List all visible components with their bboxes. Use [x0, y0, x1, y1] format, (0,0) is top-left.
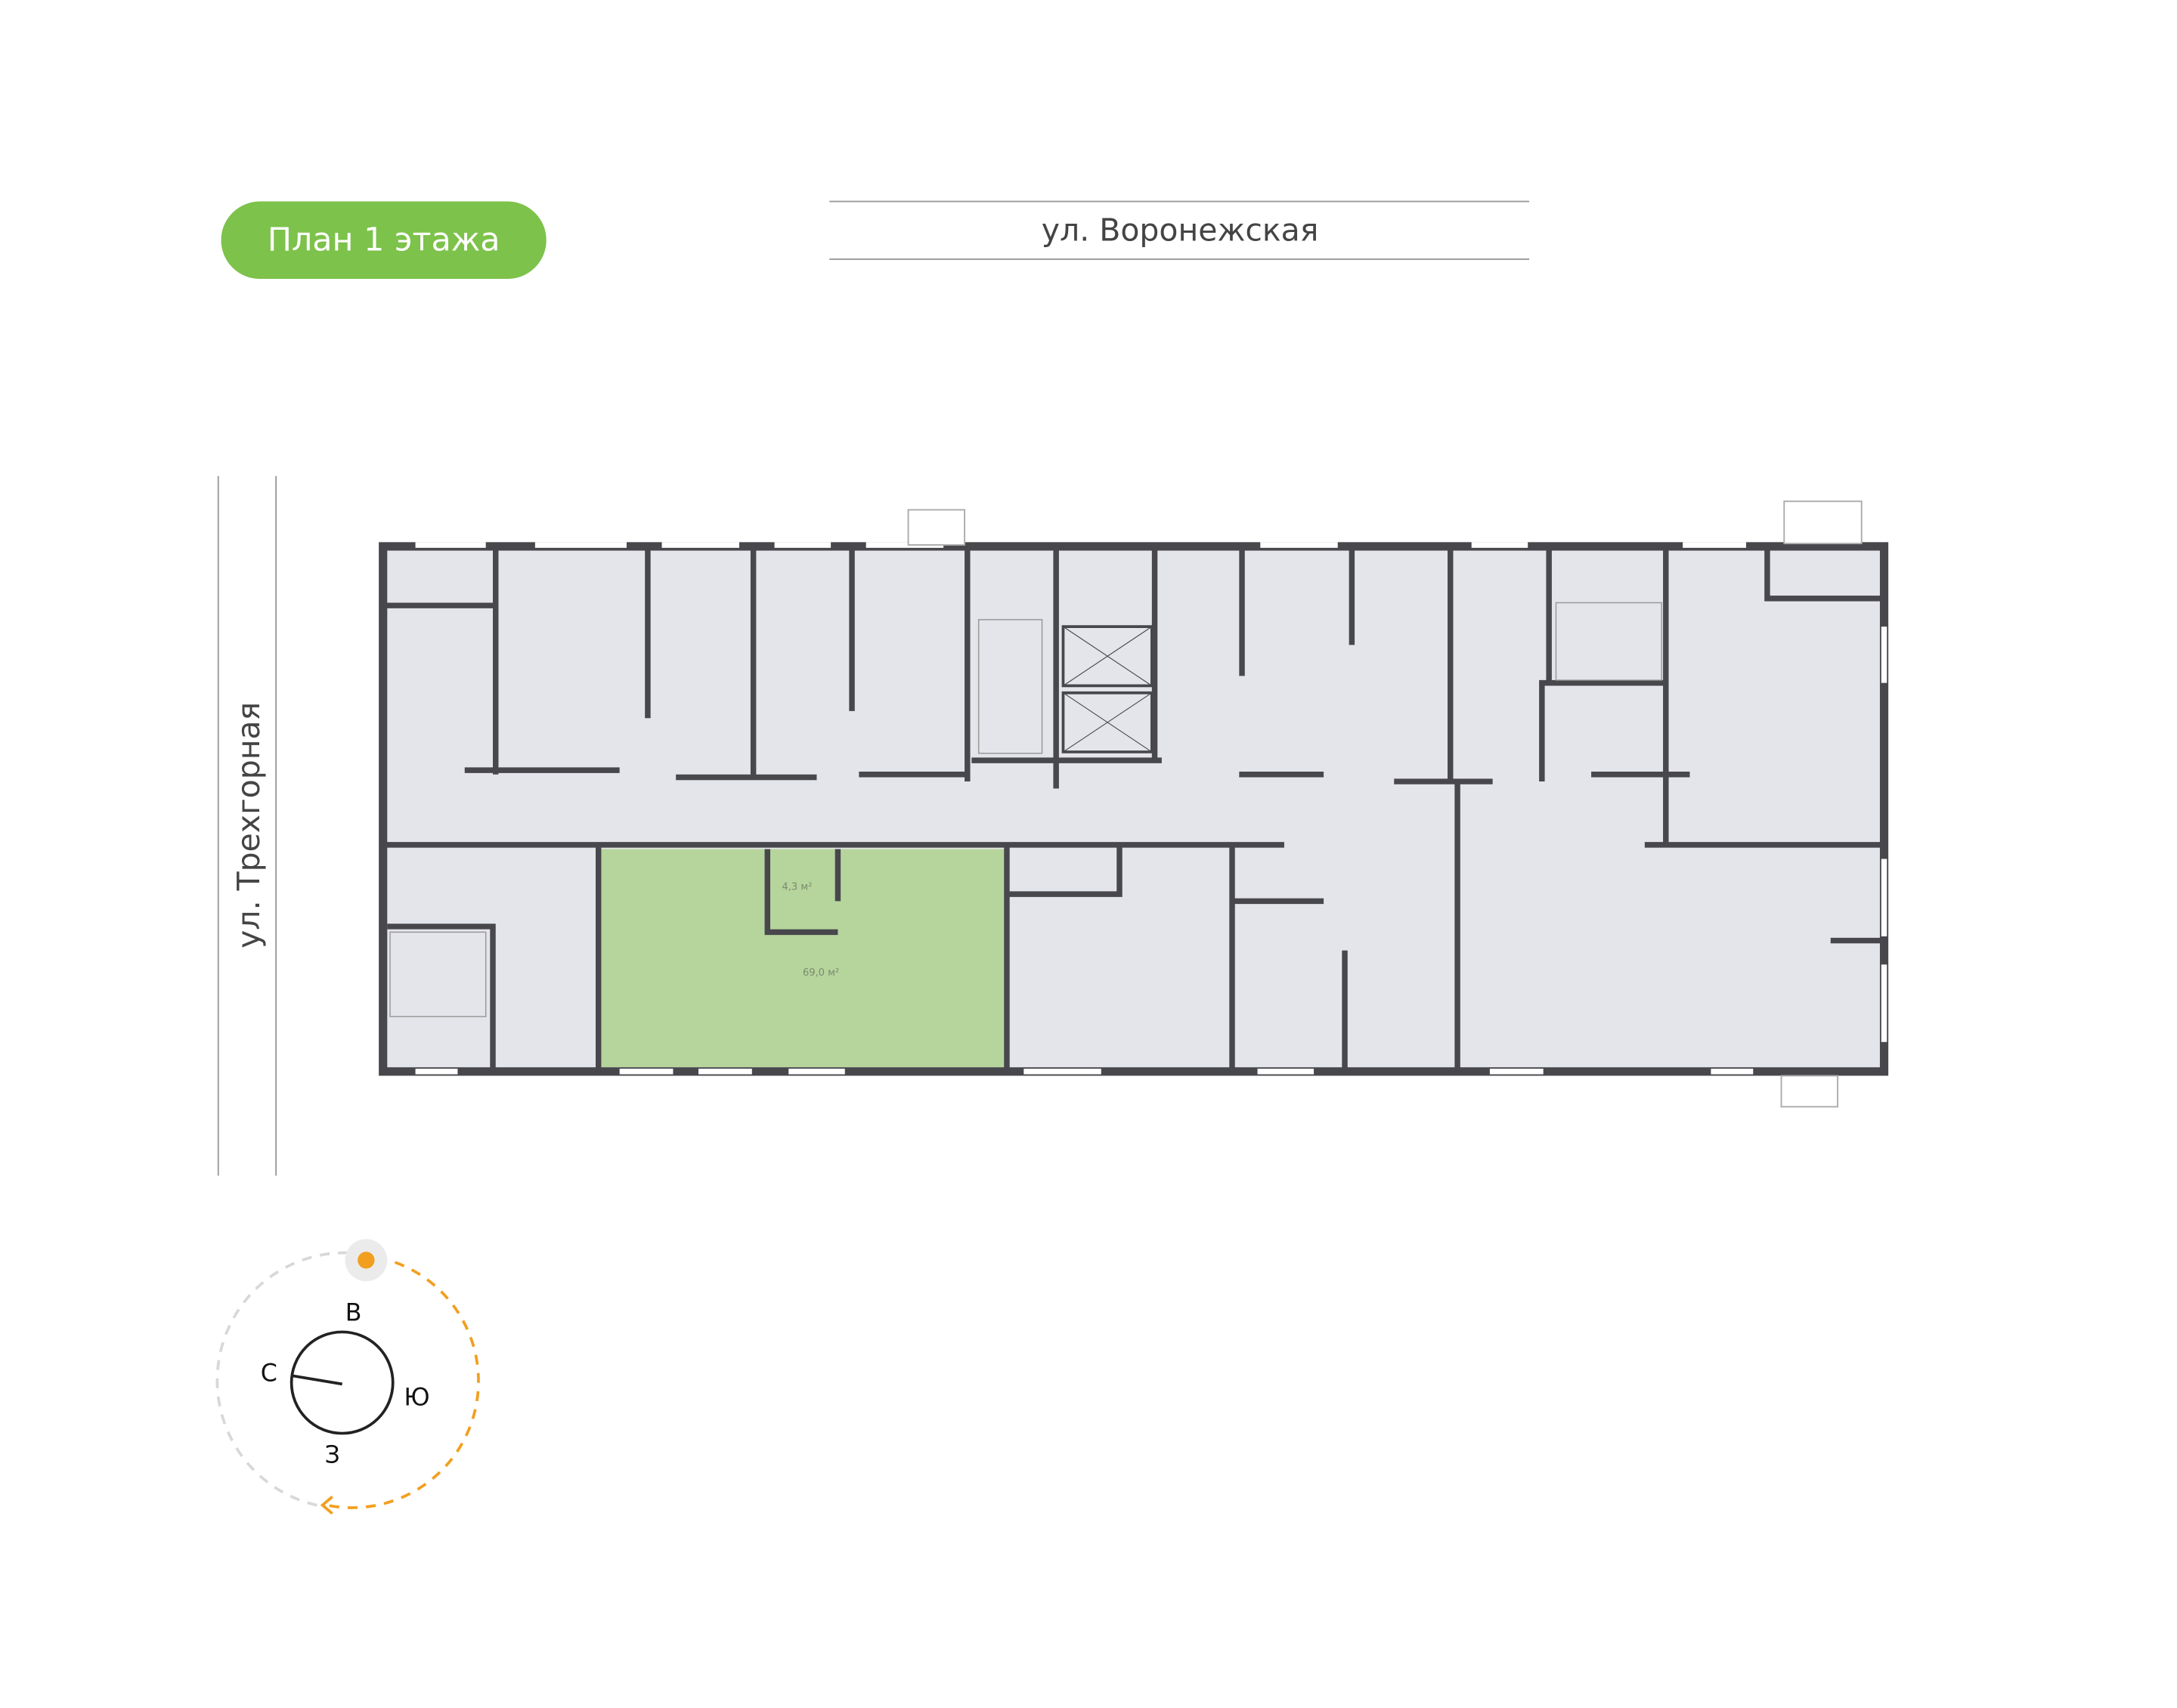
compass-east: В	[345, 1300, 362, 1327]
windows	[415, 542, 1887, 1075]
street-left: ул. Трехгорная	[217, 475, 277, 1176]
interior-walls	[382, 546, 1884, 1072]
compass: В С Ю З	[215, 1239, 480, 1515]
compass-west: З	[324, 1442, 339, 1469]
sun-path-night	[215, 1251, 367, 1508]
street-lines-left	[217, 475, 277, 1176]
stairs	[389, 602, 1662, 1017]
badge-background	[221, 201, 547, 280]
street-label-left: ул. Трехгорная	[231, 702, 267, 948]
badge-label: План 1 этажа	[268, 221, 500, 259]
selected-unit[interactable]: 69,0 м² 4,3 м²	[599, 849, 1005, 1068]
compass-south: Ю	[404, 1384, 429, 1411]
street-label-top: ул. Воронежская	[1042, 212, 1319, 249]
arrow-icon	[320, 1495, 333, 1515]
compass-north: С	[261, 1360, 277, 1388]
street-top: ул. Воронежская	[829, 200, 1530, 260]
street-lines-top	[829, 200, 1530, 260]
sun-icon	[358, 1252, 375, 1269]
sun-path-day	[326, 1255, 480, 1509]
outer-wall	[379, 542, 1889, 1076]
unit-area[interactable]	[599, 849, 1005, 1068]
entrance-canopies	[907, 500, 1863, 1108]
building-plan: 69,0 м² 4,3 м²	[379, 500, 1889, 1108]
elevator-cross-marks	[1063, 626, 1153, 753]
floor-badge[interactable]: План 1 этажа	[221, 201, 547, 280]
unit-area-small: 4,3 м²	[782, 882, 812, 893]
unit-area-main: 69,0 м²	[803, 967, 839, 979]
compass-needle	[291, 1374, 342, 1386]
compass-circle	[290, 1330, 395, 1435]
